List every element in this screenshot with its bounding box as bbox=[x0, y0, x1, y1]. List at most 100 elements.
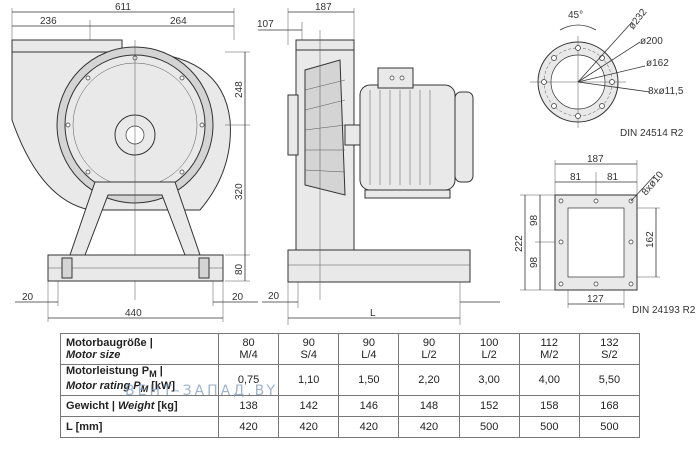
dim-front-total: 611 bbox=[115, 2, 131, 13]
sq-h-a: 98 bbox=[529, 214, 540, 226]
watermark: ВЕНТ-ЗАПАД.BY bbox=[125, 383, 279, 399]
table-cell: 142 bbox=[278, 395, 340, 418]
row-label: L [mm] bbox=[60, 416, 219, 439]
cell-value: 500 bbox=[479, 421, 499, 434]
cell-value: 168 bbox=[600, 400, 619, 413]
table-row: Gewicht | Weight [kg] 138 142 146 148 152 158 1… bbox=[60, 395, 641, 418]
table-cell: 138 bbox=[217, 395, 280, 418]
table-cell: 420 bbox=[278, 416, 340, 439]
cell-value: 142 bbox=[299, 400, 318, 413]
table-cell: 420 bbox=[338, 416, 400, 439]
cell-value: 158 bbox=[540, 400, 559, 413]
dim-front-right: 264 bbox=[170, 16, 187, 27]
front-view: 611 236 264 248 320 80 bbox=[11, 2, 258, 322]
round-angle: 45° bbox=[568, 10, 583, 21]
cell-value: 1,10 bbox=[298, 374, 320, 387]
cell-value: 5,50 bbox=[598, 374, 621, 387]
row-label-unit: [kg] bbox=[154, 400, 178, 413]
dim-front-h-top: 248 bbox=[234, 81, 245, 98]
table-cell: 5,50 bbox=[578, 363, 641, 397]
round-d1: ø232 bbox=[627, 7, 650, 32]
round-d3: ø162 bbox=[646, 58, 669, 69]
cell-value: S/2 bbox=[601, 349, 618, 361]
cell-value: L/4 bbox=[361, 349, 377, 361]
cell-value: L/2 bbox=[421, 349, 437, 361]
row-label-de: Motorleistung P bbox=[66, 365, 150, 377]
round-standard: DIN 24514 R2 bbox=[620, 128, 684, 139]
cell-value: 500 bbox=[540, 421, 559, 434]
row-label-sub: M bbox=[149, 369, 157, 380]
sq-holes: 8xø10 bbox=[640, 169, 667, 198]
cell-value: 112 bbox=[540, 337, 559, 349]
row-label: Motorleistung PM |Motor rating PM [kW] bbox=[60, 363, 219, 397]
cell-value: 146 bbox=[359, 400, 379, 413]
side-view: 187 107 bbox=[257, 2, 500, 325]
cell-value: 3,00 bbox=[478, 374, 500, 387]
table-cell: 4,00 bbox=[518, 363, 580, 397]
table-cell: 146 bbox=[338, 395, 400, 418]
cell-value: 90 bbox=[362, 337, 375, 349]
table-cell: 2,20 bbox=[398, 363, 460, 397]
terminal-box bbox=[377, 67, 414, 89]
row-label: Gewicht | Weight [kg] bbox=[60, 395, 219, 418]
table-cell: 168 bbox=[578, 395, 641, 418]
dim-front-h-base: 80 bbox=[234, 263, 245, 275]
sq-width-b: 81 bbox=[607, 172, 619, 183]
dim-base-width: 440 bbox=[125, 308, 142, 319]
outlet-flange bbox=[11, 39, 123, 53]
cell-value: 500 bbox=[600, 421, 619, 434]
row-label-en: Weight bbox=[117, 400, 155, 413]
motor-fan-cover bbox=[454, 91, 474, 183]
row-label: Motorbaugröße |Motor size bbox=[60, 333, 219, 365]
row-label-en: Motor rating P bbox=[66, 380, 141, 393]
cell-value: 420 bbox=[239, 421, 258, 434]
table-cell: 1,10 bbox=[278, 363, 340, 397]
cell-value: 100 bbox=[479, 337, 499, 349]
table-cell: 158 bbox=[518, 395, 580, 418]
sq-bottom: 127 bbox=[587, 294, 604, 305]
sq-h-inner: 162 bbox=[645, 231, 656, 248]
cell-value: S/4 bbox=[300, 349, 317, 361]
row-label-de: Gewicht | bbox=[66, 400, 118, 413]
cell-value: 90 bbox=[302, 337, 315, 349]
cell-value: 138 bbox=[239, 400, 258, 413]
cell-value: 420 bbox=[359, 421, 379, 434]
dim-side-length: L bbox=[370, 308, 376, 319]
table-cell: 148 bbox=[398, 395, 460, 418]
row-label-de: L [mm] bbox=[66, 421, 103, 434]
table-row: L [mm] 420 420 420 420 500 500 500 bbox=[60, 416, 641, 439]
cell-value: M/4 bbox=[239, 349, 258, 361]
row-label-de: Motorbaugröße | bbox=[66, 337, 153, 349]
round-d2: ø200 bbox=[640, 36, 663, 47]
sq-standard: DIN 24193 R2 bbox=[632, 305, 696, 316]
table-cell: 420 bbox=[398, 416, 460, 439]
table-cell: 500 bbox=[578, 416, 641, 439]
table-cell: 1,50 bbox=[338, 363, 400, 397]
cell-value: 152 bbox=[479, 400, 499, 413]
table-cell: 500 bbox=[518, 416, 580, 439]
cell-value: 80 bbox=[242, 337, 255, 349]
cell-value: 90 bbox=[422, 337, 436, 349]
table-cell: 0,75 bbox=[217, 363, 280, 397]
round-holes: 8xø11,5 bbox=[648, 86, 684, 97]
table-cell: 420 bbox=[217, 416, 280, 439]
dim-front-left: 236 bbox=[40, 16, 57, 27]
dim-base-right: 20 bbox=[232, 292, 244, 303]
motor-body bbox=[359, 84, 456, 191]
cell-value: L/2 bbox=[481, 349, 497, 361]
cell-value: 2,20 bbox=[418, 374, 440, 387]
side-base bbox=[287, 249, 471, 283]
dim-front-h-mid: 320 bbox=[234, 183, 245, 200]
sq-width-a: 81 bbox=[570, 172, 582, 183]
inlet-ring bbox=[287, 94, 299, 156]
square-flange-inner bbox=[567, 207, 625, 278]
